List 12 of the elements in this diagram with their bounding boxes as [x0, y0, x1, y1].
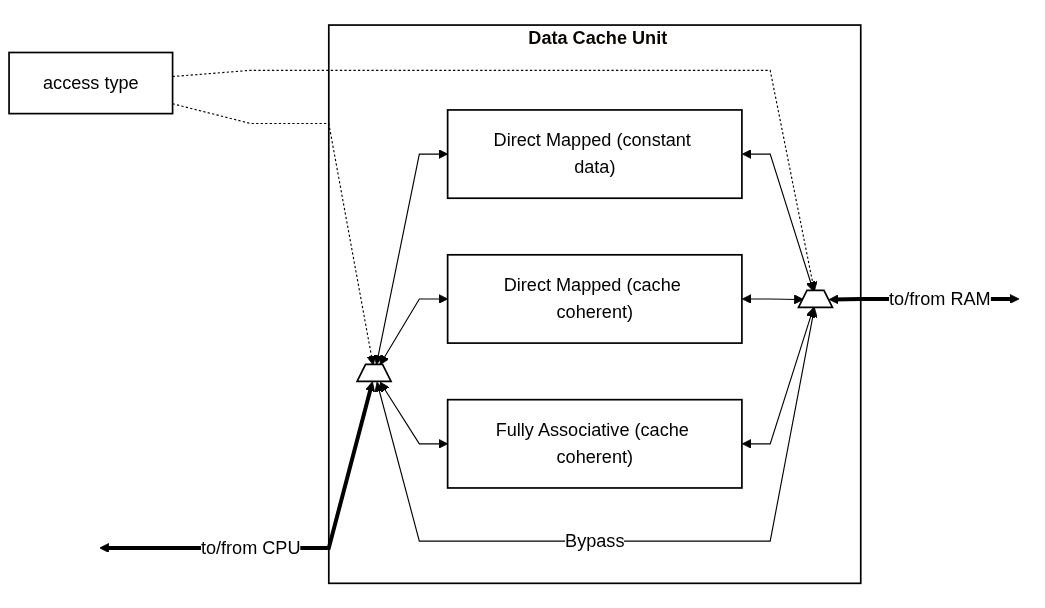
edge-label: to/from CPU [200, 537, 301, 557]
node-trapezoid [797, 289, 834, 309]
edge-label: to/from RAM [889, 288, 991, 308]
arrow [741, 307, 816, 449]
node-trapezoid [355, 363, 393, 382]
arrow [374, 307, 818, 542]
node-box: Direct Mapped (constant data) [446, 108, 743, 199]
node-box: Direct Mapped (cache coherent) [446, 253, 743, 344]
node-box: access type [8, 51, 174, 115]
edge-label: Bypass [565, 530, 625, 551]
arrow [741, 293, 804, 305]
node-box: Fully Associative (cache coherent) [446, 398, 743, 489]
